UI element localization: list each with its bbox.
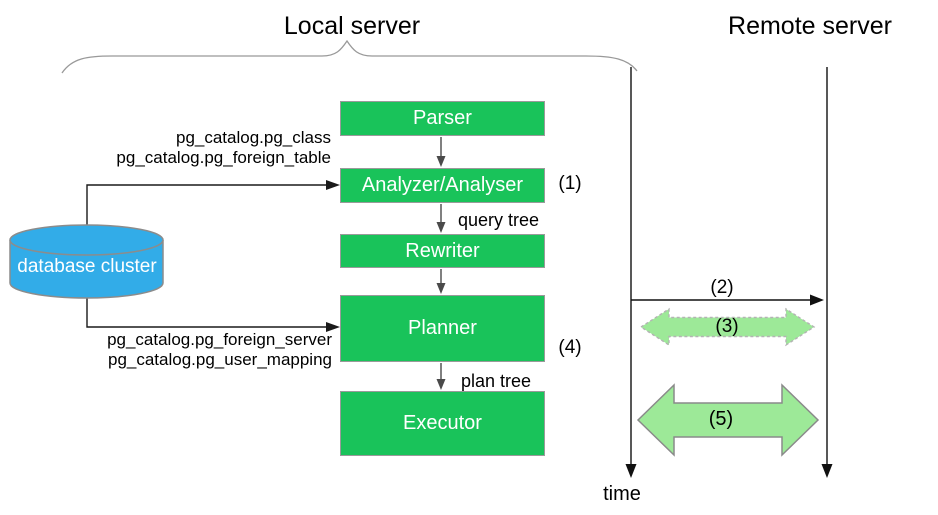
step3-double-arrow xyxy=(639,307,816,347)
rewriter-to-planner-arrowhead-icon xyxy=(436,283,446,294)
database-cluster-label: database cluster xyxy=(17,256,157,277)
step5-double-arrow xyxy=(636,383,820,457)
analyzer-to-rewriter-arrowhead-icon xyxy=(436,222,446,233)
catalog-ref-pg-user-mapping: pg_catalog.pg_user_mapping xyxy=(107,349,332,369)
db-to-analyzer-connector xyxy=(86,184,327,230)
analyzer-catalog-refs: pg_catalog.pg_class pg_catalog.pg_foreig… xyxy=(80,128,331,167)
planner-to-executor-arrowhead-icon xyxy=(436,379,446,390)
step5-marker: (5) xyxy=(708,408,734,430)
database-cylinder-top xyxy=(9,224,164,256)
remote-server-title: Remote server xyxy=(728,12,892,40)
step4-marker: (4) xyxy=(558,337,582,358)
step3-marker: (3) xyxy=(715,316,739,337)
step2-arrowhead-icon xyxy=(810,294,824,306)
remote-timeline-arrowhead-icon xyxy=(821,464,833,478)
db-to-planner-connector xyxy=(86,295,327,328)
step1-marker: (1) xyxy=(558,173,582,194)
step2-marker: (2) xyxy=(710,277,734,298)
db-to-planner-arrowhead-icon xyxy=(326,322,340,332)
pipeline-box-parser: Parser xyxy=(340,101,545,136)
pipeline-box-executor: Executor xyxy=(340,391,545,456)
local-server-title: Local server xyxy=(283,12,421,40)
catalog-ref-pg-class: pg_catalog.pg_class xyxy=(175,128,331,147)
plan-tree-label: plan tree xyxy=(461,371,532,391)
database-cylinder-body xyxy=(9,240,164,299)
local-timeline-arrowhead-icon xyxy=(625,464,637,478)
db-to-analyzer-arrowhead-icon xyxy=(326,180,340,190)
local-server-brace xyxy=(61,39,638,74)
catalog-ref-pg-foreign-table: pg_catalog.pg_foreign_table xyxy=(116,147,331,167)
catalog-ref-pg-foreign-server: pg_catalog.pg_foreign_server xyxy=(107,330,332,349)
planner-catalog-refs: pg_catalog.pg_foreign_server pg_catalog.… xyxy=(80,330,332,369)
parser-to-analyzer-arrowhead-icon xyxy=(436,156,446,167)
pipeline-box-rewriter: Rewriter xyxy=(340,234,545,268)
pipeline-box-analyzer: Analyzer/Analyser xyxy=(340,168,545,203)
pipeline-box-planner: Planner xyxy=(340,295,545,362)
time-axis-label: time xyxy=(603,483,641,505)
query-tree-label: query tree xyxy=(458,210,540,230)
